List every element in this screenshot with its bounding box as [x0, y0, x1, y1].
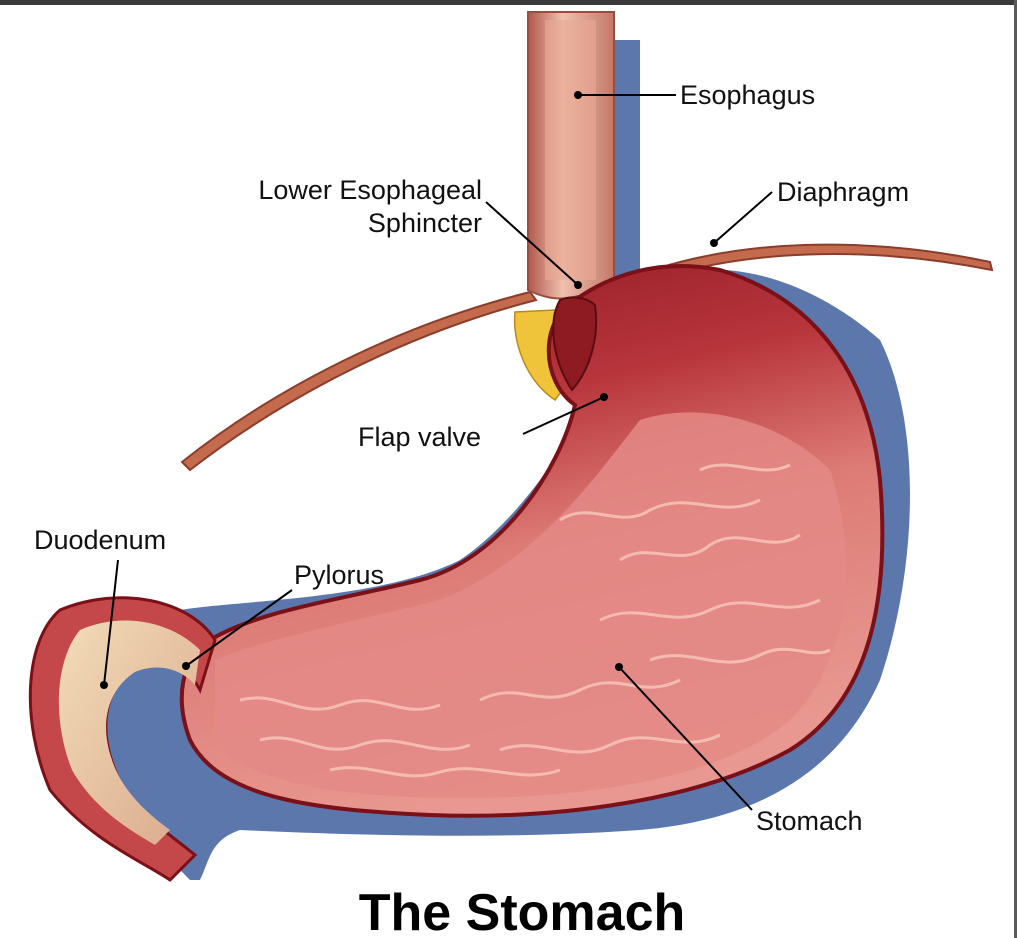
page-title: The Stomach — [359, 884, 686, 938]
label-pylorus: Pylorus — [294, 560, 384, 590]
label-les-line1: Lower Esophageal — [258, 175, 482, 205]
label-diaphragm: Diaphragm — [777, 177, 909, 207]
label-esophagus: Esophagus — [680, 80, 815, 110]
esophagus-lumen — [545, 20, 596, 280]
label-stomach: Stomach — [756, 806, 863, 836]
label-flap-valve: Flap valve — [358, 422, 481, 452]
label-duodenum: Duodenum — [34, 525, 166, 555]
label-les-line2: Sphincter — [368, 208, 482, 238]
